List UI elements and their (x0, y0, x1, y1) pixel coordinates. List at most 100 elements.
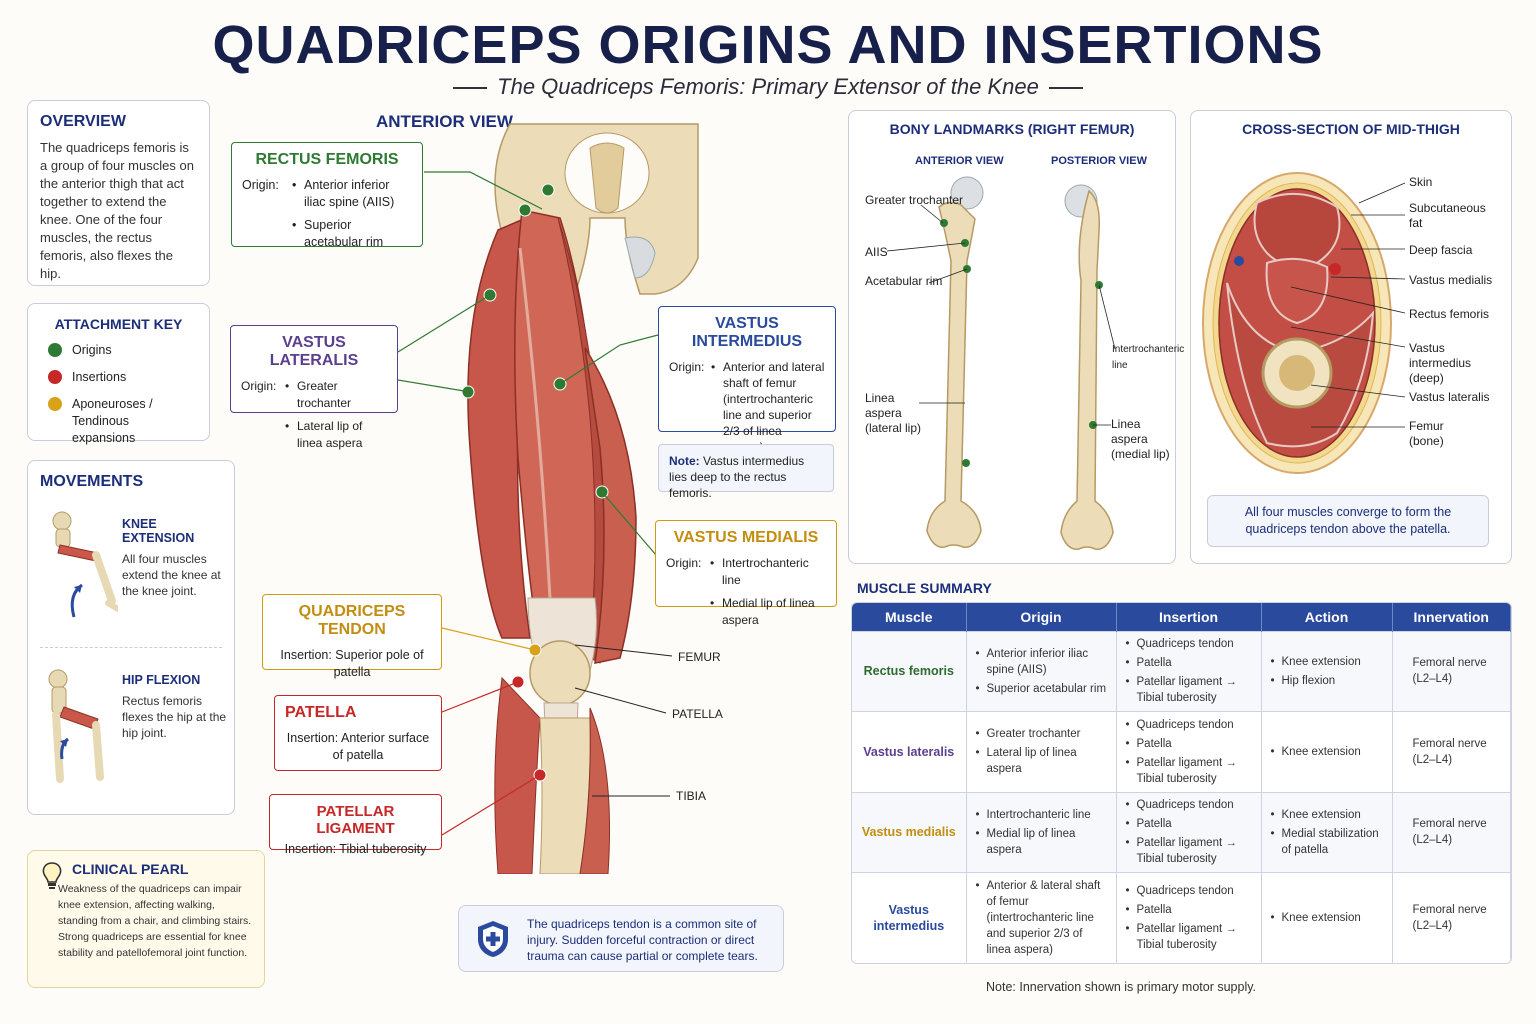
table-cell-insertion: Quadriceps tendonPatellaPatellar ligamen… (1116, 791, 1262, 873)
injury-note-text: The quadriceps tendon is a common site o… (527, 917, 758, 963)
table-header-origin: Origin (966, 603, 1117, 631)
page-title: QUADRICEPS ORIGINS AND INSERTIONS (212, 15, 1324, 75)
insertion-item: Patella (1125, 816, 1253, 832)
origin-item: Anterior inferior iliac spine (AIIS) (975, 646, 1108, 678)
attachment-key-panel: ATTACHMENT KEY Origins Insertions Aponeu… (27, 303, 210, 445)
quadriceps-tendon-text: Insertion: Superior pole of patella (280, 648, 424, 679)
table-cell-muscle: Vastus medialis (852, 791, 967, 873)
table-header-innervation: Innervation (1392, 603, 1511, 631)
vastus-lateralis-origin-1: Greater trochanter (285, 378, 387, 412)
aponeurosis-dot-icon (48, 397, 62, 411)
table-cell-origin: Greater trochanterLateral lip of linea a… (966, 711, 1117, 793)
femur-posterior (1060, 184, 1114, 550)
table-cell-origin: Intertrochanteric lineMedial lip of line… (966, 791, 1117, 873)
rectus-femoris-origin-1: Anterior inferior iliac spine (AIIS) (292, 177, 412, 211)
vastus-lateralis-origin: Origin: Greater trochanterLateral lip of… (241, 378, 387, 452)
origin-item: Lateral lip of linea aspera (975, 745, 1108, 777)
muscle-summary-heading: MUSCLE SUMMARY (857, 580, 992, 596)
table-cell-action: Knee extensionMedial stabilization of pa… (1261, 791, 1393, 873)
action-item: Knee extension (1270, 807, 1384, 823)
insertion-item: Patella (1125, 902, 1253, 918)
cross-section-panel: CROSS-SECTION OF MID-THIGH Skin Subcutan… (1190, 110, 1512, 564)
rectus-femoris-origin-2: Superior acetabular rim (292, 217, 412, 251)
hip-flexion-text: Rectus femoris flexes the hip at the hip… (122, 694, 227, 740)
insertion-dot-patella (511, 675, 525, 689)
origin-item: Greater trochanter (975, 726, 1108, 742)
femur-anterior-view-label: ANTERIOR VIEW (915, 155, 1004, 167)
vastus-lateralis-callout: VASTUS LATERALIS Origin: Greater trochan… (230, 325, 398, 450)
vastus-intermedius-origin-1: Anterior and lateral shaft of femur (int… (711, 359, 825, 455)
insertion-item: Patellar ligament → Tibial tuberosity (1125, 921, 1253, 953)
muscle-summary-table: Muscle Origin Insertion Action Innervati… (852, 603, 1511, 963)
cross-section-note: All four muscles converge to form the qu… (1207, 495, 1489, 547)
insertion-item: Quadriceps tendon (1125, 636, 1253, 652)
intermedius-note-text: Vastus intermedius lies deep to the rect… (669, 454, 805, 500)
action-item: Knee extension (1270, 744, 1384, 760)
quadriceps-tendon-title: QUADRICEPS TENDON (298, 603, 406, 638)
medial-calf-muscle (579, 707, 611, 874)
aiis-label: AIIS (865, 245, 888, 259)
vastus-lateralis-origin-2: Lateral lip of linea aspera (285, 418, 387, 452)
table-cell-action: Knee extension (1261, 872, 1393, 963)
insertion-item: Quadriceps tendon (1125, 883, 1253, 899)
shield-icon (478, 921, 508, 957)
origin-item: Anterior & lateral shaft of femur (inter… (975, 878, 1108, 958)
vastus-intermedius-origin: Origin: Anterior and lateral shaft of fe… (669, 359, 825, 455)
table-header-insertion: Insertion (1116, 603, 1262, 631)
cross-label-vastus-medialis: Vastus medialis (1409, 273, 1493, 287)
femur-label: FEMUR (678, 650, 721, 664)
insertion-dot-tibial-tuberosity (533, 768, 547, 782)
overview-text: The quadriceps femoris is a group of fou… (40, 140, 194, 281)
knee-extension-title: KNEE EXTENSION (122, 517, 195, 545)
anterior-leg-illustration (461, 123, 699, 874)
bony-landmarks-panel: BONY LANDMARKS (RIGHT FEMUR) ANTERIOR VI… (848, 110, 1184, 564)
action-item: Knee extension (1270, 910, 1384, 926)
insertion-item: Patellar ligament → Tibial tuberosity (1125, 674, 1253, 706)
origin-item: Medial lip of linea aspera (975, 826, 1108, 858)
intermedius-note: Note: Vastus intermedius lies deep to th… (658, 444, 834, 500)
overview-heading: OVERVIEW (40, 113, 126, 130)
legend-insertions: Insertions (48, 369, 189, 386)
cross-section-leaders (1290, 182, 1406, 428)
origin-item: Intertrochanteric line (975, 807, 1108, 823)
cross-label-vastus-lateralis: Vastus lateralis (1409, 390, 1490, 404)
table-cell-muscle: Vastus intermedius (852, 872, 967, 963)
insertion-item: Patella (1125, 655, 1253, 671)
origin-dot-acetabular (518, 203, 532, 217)
origin-dot-medialis (595, 485, 609, 499)
cross-section-heading: CROSS-SECTION OF MID-THIGH (1242, 121, 1460, 137)
vastus-medialis-origin-2: Medial lip of linea aspera (710, 595, 826, 629)
table-row: Vastus intermediusAnterior & lateral sha… (852, 872, 1511, 963)
subtitle-text: The Quadriceps Femoris: Primary Extensor… (497, 74, 1039, 99)
movements-heading: MOVEMENTS (40, 473, 144, 490)
table-cell-insertion: Quadriceps tendonPatellaPatellar ligamen… (1116, 711, 1262, 793)
cross-label-skin: Skin (1409, 175, 1433, 189)
greater-trochanter-label: Greater trochanter (865, 193, 964, 207)
clinical-pearl-heading: CLINICAL PEARL (72, 861, 189, 877)
insertion-item: Quadriceps tendon (1125, 717, 1253, 733)
rectus-femoris-origin-label: Origin: (242, 178, 279, 192)
vastus-intermedius-callout: VASTUS INTERMEDIUS Origin: Anterior and … (658, 306, 836, 454)
tibialis-anterior-muscle (494, 676, 541, 874)
lightbulb-icon (42, 862, 62, 889)
rectus-femoris-callout: RECTUS FEMORIS Origin: Anterior inferior… (231, 142, 423, 249)
knee-extension-item: KNEE EXTENSION All four muscles extend t… (122, 517, 230, 599)
cross-label-subcutaneous: Subcutaneous fat (1409, 201, 1486, 230)
insertion-dot-icon (48, 370, 62, 384)
table-header-muscle: Muscle (852, 603, 967, 631)
table-row: Rectus femorisAnterior inferior iliac sp… (852, 630, 1511, 712)
insertion-item: Patellar ligament → Tibial tuberosity (1125, 835, 1253, 867)
thigh-cross-section-illustration (1202, 172, 1392, 474)
patellar-ligament-text: Insertion: Tibial tuberosity (284, 842, 427, 856)
cross-label-deep-fascia: Deep fascia (1409, 243, 1473, 257)
insertion-item: Quadriceps tendon (1125, 797, 1253, 813)
vastus-lateralis-origin-label: Origin: (241, 379, 277, 393)
table-cell-action: Knee extension (1261, 711, 1393, 793)
table-cell-insertion: Quadriceps tendonPatellaPatellar ligamen… (1116, 630, 1262, 712)
cross-label-femur: Femur (bone) (1409, 419, 1444, 448)
linea-aspera-medial-label: Linea aspera (medial lip) (1111, 417, 1170, 461)
insertion-item: Patella (1125, 736, 1253, 752)
vastus-lateralis-title: VASTUS LATERALIS (269, 334, 359, 369)
rectus-femoris-origin: Origin: Anterior inferior iliac spine (A… (242, 177, 412, 251)
anterior-view-heading: ANTERIOR VIEW (376, 112, 513, 131)
